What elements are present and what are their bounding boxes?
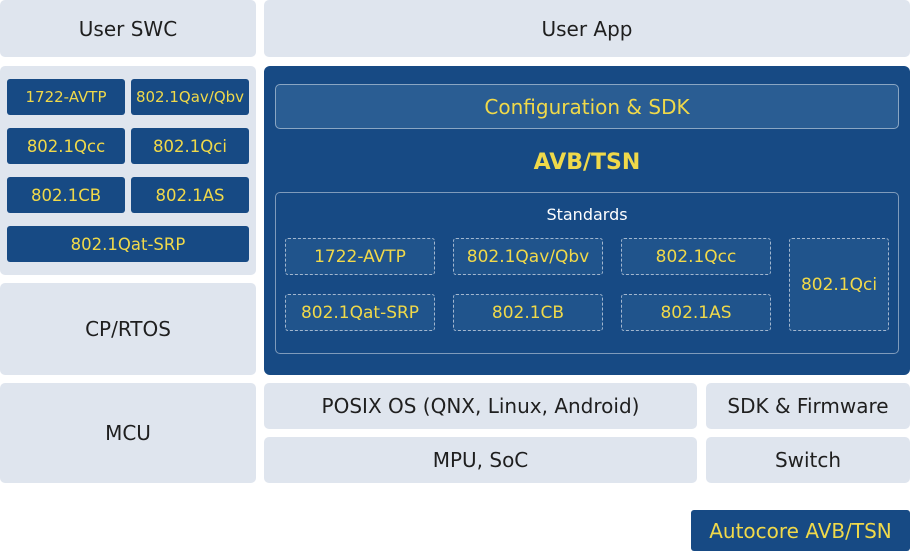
std-qat-srp: 802.1Qat-SRP — [285, 294, 435, 331]
std-cb: 802.1CB — [453, 294, 603, 331]
std-qav-qbv: 802.1Qav/Qbv — [453, 238, 603, 275]
mpu-soc-box: MPU, SoC — [264, 437, 697, 483]
left-std-qav-qbv: 802.1Qav/Qbv — [131, 79, 249, 115]
std-as: 802.1AS — [621, 294, 771, 331]
user-swc-box: User SWC — [0, 0, 256, 57]
left-std-qcc: 802.1Qcc — [7, 128, 125, 164]
left-std-as: 802.1AS — [131, 177, 249, 213]
left-std-qci: 802.1Qci — [131, 128, 249, 164]
avb-tsn-title: AVB/TSN — [533, 149, 641, 175]
cp-rtos-box: CP/RTOS — [0, 283, 256, 375]
sdk-firmware-box: SDK & Firmware — [706, 383, 910, 429]
std-qcc: 802.1Qcc — [621, 238, 771, 275]
switch-box: Switch — [706, 437, 910, 483]
mcu-box: MCU — [0, 383, 256, 483]
standards-frame — [275, 192, 899, 354]
left-std-1722-avtp: 1722-AVTP — [7, 79, 125, 115]
standards-label: Standards — [546, 204, 628, 224]
std-1722-avtp: 1722-AVTP — [285, 238, 435, 275]
left-std-qat-srp: 802.1Qat-SRP — [7, 226, 249, 262]
autocore-badge: Autocore AVB/TSN — [691, 510, 910, 551]
posix-os-box: POSIX OS (QNX, Linux, Android) — [264, 383, 697, 429]
user-app-box: User App — [264, 0, 910, 57]
left-std-cb: 802.1CB — [7, 177, 125, 213]
std-qci: 802.1Qci — [789, 238, 889, 331]
configuration-sdk-box: Configuration & SDK — [275, 84, 899, 129]
